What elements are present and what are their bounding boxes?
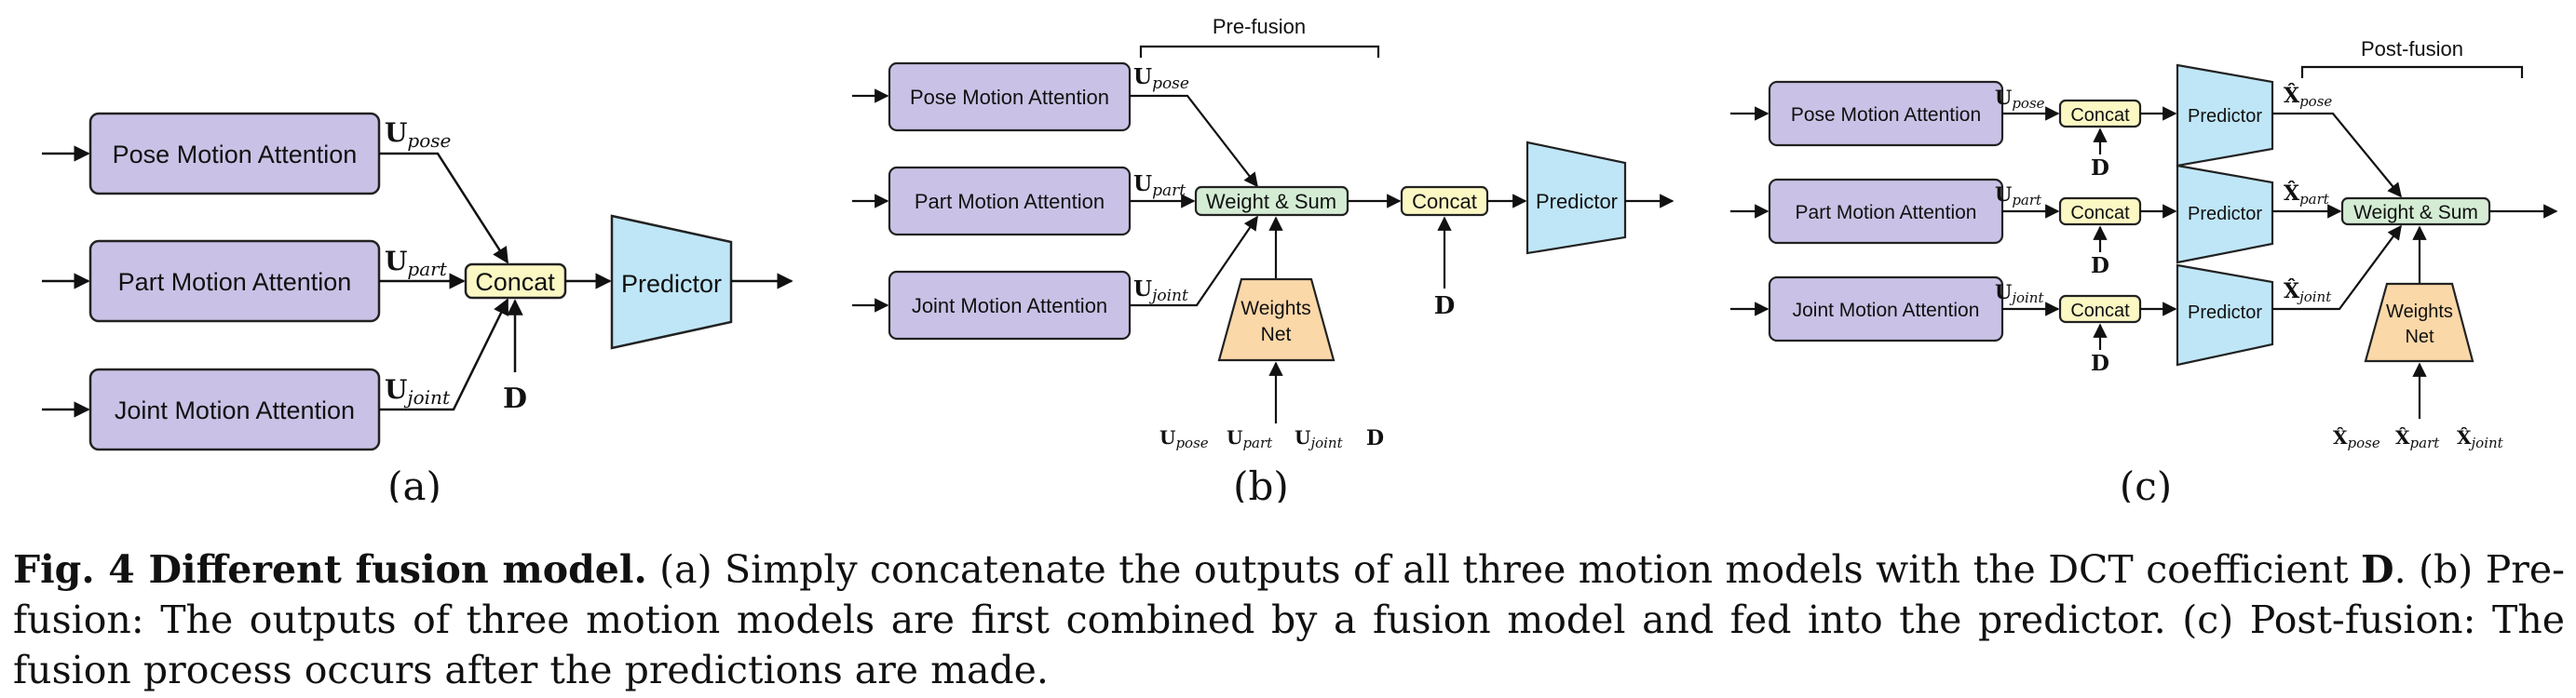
- d-label-joint: D: [2091, 351, 2109, 376]
- weightsnet-input-x-joint: X̂joint: [2457, 426, 2504, 451]
- figure-caption: Fig. 4 Different fusion model. (a) Simpl…: [13, 544, 2565, 695]
- concat-label-joint: Concat: [2070, 301, 2130, 321]
- u-part-label: Upart: [385, 246, 448, 280]
- predictor-label: Predictor: [621, 270, 722, 298]
- weights-net-label-line2: Net: [1261, 324, 1292, 345]
- predictor-trapezoid-pose: [2176, 63, 2274, 168]
- u-joint-label: Ujoint: [1133, 276, 1188, 305]
- caption-rest: . (b) Pre-fusion: The outputs of three m…: [13, 547, 2566, 692]
- caption-d: D: [2361, 547, 2394, 592]
- u-joint-label: Ujoint: [385, 374, 451, 409]
- weight-sum-label: Weight & Sum: [1206, 190, 1336, 213]
- joint-motion-attention-label: Joint Motion Attention: [115, 396, 355, 424]
- post-fusion-label: Post-fusion: [2361, 37, 2463, 60]
- fusion-models-figure: Pose Motion Attention Part Motion Attent…: [42, 15, 2558, 503]
- panel-b-label: (b): [1233, 463, 1289, 503]
- predictor-trapezoid-joint: [2176, 263, 2274, 367]
- u-part-label: Upart: [1995, 182, 2042, 208]
- predictor-label-pose: Predictor: [2188, 106, 2262, 127]
- x-pose-label: X̂pose: [2284, 84, 2332, 110]
- weights-net-label-line1: Weights: [2386, 302, 2453, 322]
- joint-to-weightsum-arrow: [1130, 215, 1258, 307]
- panel-c: Post-fusion Pose Motion Attention Part M…: [1730, 37, 2558, 503]
- x-part-label: X̂part: [2284, 181, 2330, 208]
- weightsnet-input-x-pose: X̂pose: [2333, 426, 2380, 451]
- predictor-label: Predictor: [1536, 190, 1618, 213]
- weightsnet-input-u-joint: Ujoint: [1295, 426, 1344, 451]
- caption-body: (a) Simply concatenate the outputs of al…: [646, 547, 2362, 592]
- pose-to-weightsum-arrow: [1130, 94, 1258, 188]
- x-joint-label: X̂joint: [2284, 279, 2332, 305]
- concat-label-part: Concat: [2070, 203, 2130, 223]
- weights-net-trapezoid: [1217, 277, 1335, 362]
- concat-label-pose: Concat: [2070, 105, 2130, 126]
- joint-to-concat-arrow: [379, 298, 509, 411]
- predictor-label-part: Predictor: [2188, 204, 2262, 224]
- u-joint-label: Ujoint: [1995, 280, 2044, 306]
- weights-net-label-line2: Net: [2405, 327, 2434, 347]
- part-motion-attention-label: Part Motion Attention: [915, 190, 1105, 213]
- pose-motion-attention-label: Pose Motion Attention: [113, 141, 358, 168]
- predictor-label-joint: Predictor: [2188, 302, 2262, 323]
- pre-fusion-bracket: [1139, 45, 1380, 58]
- panel-c-label: (c): [2120, 463, 2172, 503]
- u-pose-label: Upose: [385, 117, 451, 152]
- post-fusion-bracket: [2300, 65, 2524, 78]
- weights-net-label-line1: Weights: [1241, 298, 1310, 319]
- pred-joint-to-weightsum-arrow: [2272, 224, 2402, 311]
- concat-label: Concat: [475, 268, 555, 296]
- weights-net-trapezoid: [2364, 282, 2474, 363]
- panel-b: Pre-fusion Pose Motion Attention Part Mo…: [852, 15, 1674, 503]
- u-part-label: Upart: [1133, 171, 1186, 200]
- joint-motion-attention-label: Joint Motion Attention: [1793, 300, 1980, 321]
- panel-a: Pose Motion Attention Part Motion Attent…: [42, 112, 793, 503]
- weight-sum-label: Weight & Sum: [2353, 202, 2478, 223]
- weightsnet-input-x-part: X̂part: [2395, 426, 2440, 451]
- part-motion-attention-label: Part Motion Attention: [1796, 202, 1977, 223]
- weightsnet-input-u-part: Upart: [1227, 426, 1273, 451]
- d-label: D: [503, 383, 527, 415]
- weightsnet-input-d: D: [1366, 426, 1384, 450]
- predictor-trapezoid: [1525, 141, 1627, 255]
- pre-fusion-label: Pre-fusion: [1213, 15, 1306, 38]
- u-pose-label: Upose: [1995, 86, 2045, 112]
- pred-pose-to-weightsum-arrow: [2272, 112, 2402, 198]
- predictor-trapezoid-part: [2176, 164, 2274, 264]
- concat-label: Concat: [1412, 190, 1477, 213]
- pose-to-concat-arrow: [379, 152, 509, 264]
- d-label-part: D: [2091, 253, 2109, 278]
- d-label-pose: D: [2091, 155, 2109, 181]
- u-pose-label: Upose: [1133, 64, 1189, 93]
- pose-motion-attention-label: Pose Motion Attention: [910, 86, 1109, 109]
- part-motion-attention-label: Part Motion Attention: [118, 268, 352, 296]
- panel-a-label: (a): [387, 463, 441, 503]
- d-label: D: [1434, 292, 1456, 320]
- pose-motion-attention-label: Pose Motion Attention: [1791, 104, 1981, 126]
- caption-prefix: Fig. 4 Different fusion model.: [13, 547, 647, 592]
- joint-motion-attention-label: Joint Motion Attention: [912, 294, 1107, 317]
- weightsnet-input-u-pose: Upose: [1159, 426, 1209, 451]
- predictor-trapezoid: [610, 214, 733, 350]
